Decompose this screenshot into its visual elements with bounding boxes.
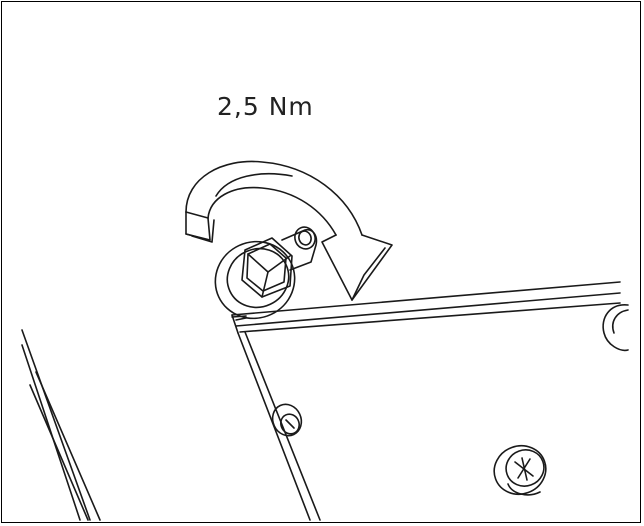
mounting-plate (231, 281, 621, 521)
nut-icon (214, 226, 318, 320)
left-panel-edge (21, 329, 101, 521)
torque-value-label: 2,5 Nm (217, 92, 314, 121)
torque-arrow-icon (185, 160, 393, 301)
edge-knob (602, 304, 629, 352)
screw-head-icon (271, 403, 547, 496)
